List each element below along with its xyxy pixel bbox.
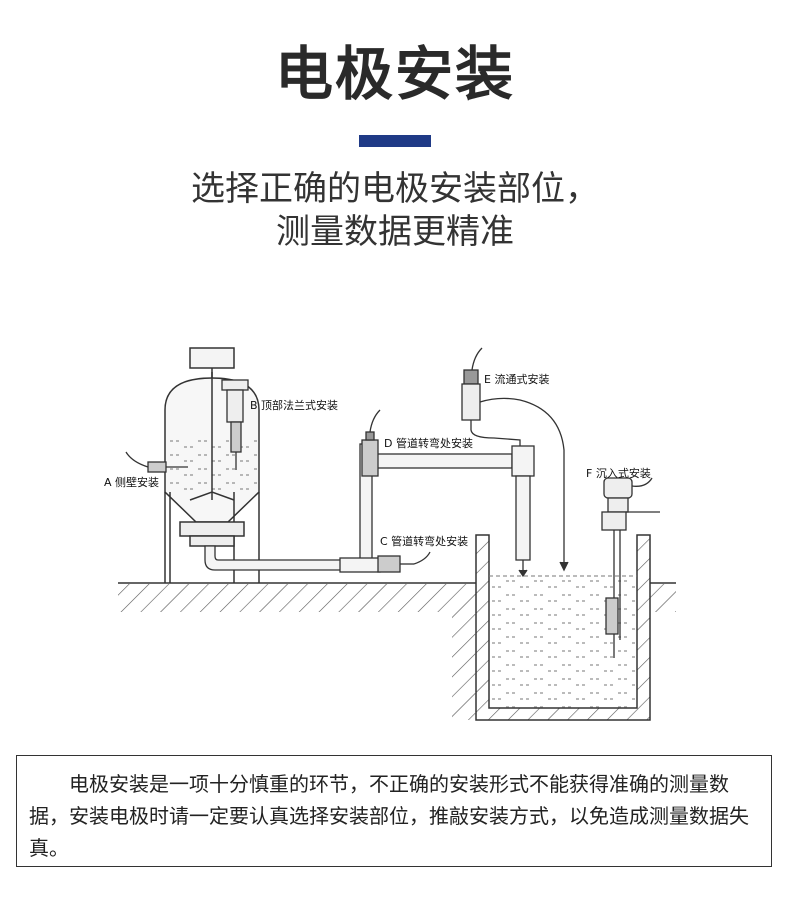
description-box: 电极安装是一项十分慎重的环节，不正确的安装形式不能获得准确的测量数据，安装电极时… bbox=[16, 755, 772, 867]
side-wall-electrode bbox=[125, 451, 188, 473]
label-c-pipe-bend: C 管道转弯处安装 bbox=[380, 534, 468, 548]
flow-through-electrode bbox=[461, 347, 569, 572]
label-e-flow-through: E 流通式安装 bbox=[484, 372, 549, 386]
top-flange-electrode bbox=[221, 379, 249, 470]
page-title: 电极安装 bbox=[274, 40, 515, 108]
electrode-installation-diagram: A 侧壁安装 B 顶部法兰式安装 C 管道转弯处安装 D 管道转弯处安装 E 流… bbox=[104, 347, 676, 721]
subtitle-line-1: 选择正确的电极安装部位， bbox=[191, 169, 599, 209]
subtitle-line-2: 测量数据更精准 bbox=[276, 212, 514, 252]
title-underline-bar bbox=[359, 135, 431, 147]
label-b-top-flange: B 顶部法兰式安装 bbox=[250, 398, 338, 412]
immersion-electrode bbox=[601, 477, 660, 658]
ground bbox=[118, 582, 676, 612]
label-f-immersion: F 沉入式安装 bbox=[586, 466, 651, 480]
bottom-pipeline bbox=[204, 409, 535, 578]
label-d-pipe-bend: D 管道转弯处安装 bbox=[384, 436, 473, 450]
label-a-side-wall: A 侧壁安装 bbox=[104, 475, 159, 489]
